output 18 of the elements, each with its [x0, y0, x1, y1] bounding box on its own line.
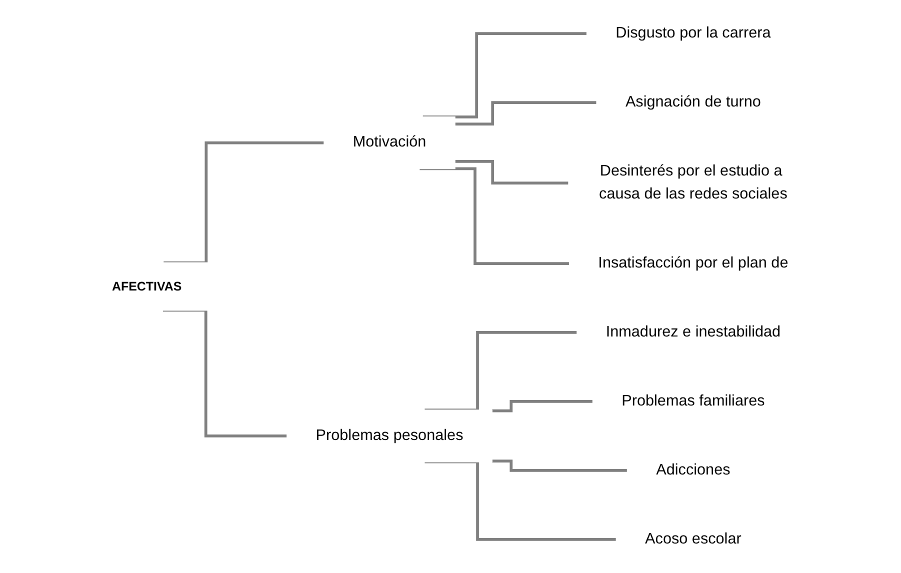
connector — [424, 331, 578, 412]
node-text: Insatisfacción por el plan de — [598, 254, 788, 272]
node-text: Acoso escolar — [645, 530, 742, 548]
node-text: Disgusto por la carrera — [616, 24, 771, 42]
connector — [454, 101, 597, 126]
connector — [454, 160, 569, 184]
connector — [424, 460, 616, 541]
connector — [164, 141, 324, 264]
node-text: Adicciones — [656, 462, 730, 478]
connector — [422, 32, 587, 118]
connector — [492, 400, 593, 412]
connector — [420, 167, 570, 265]
node-text: Desinterés por el estudio a causa de las redes sociales — [599, 162, 788, 202]
node-text: Inmadurez e inestabilidad — [606, 324, 781, 340]
node-text: Problemas familiares — [622, 392, 765, 410]
connector — [492, 460, 628, 472]
connector — [162, 308, 288, 438]
node-text: Asignación de turno — [625, 94, 761, 110]
